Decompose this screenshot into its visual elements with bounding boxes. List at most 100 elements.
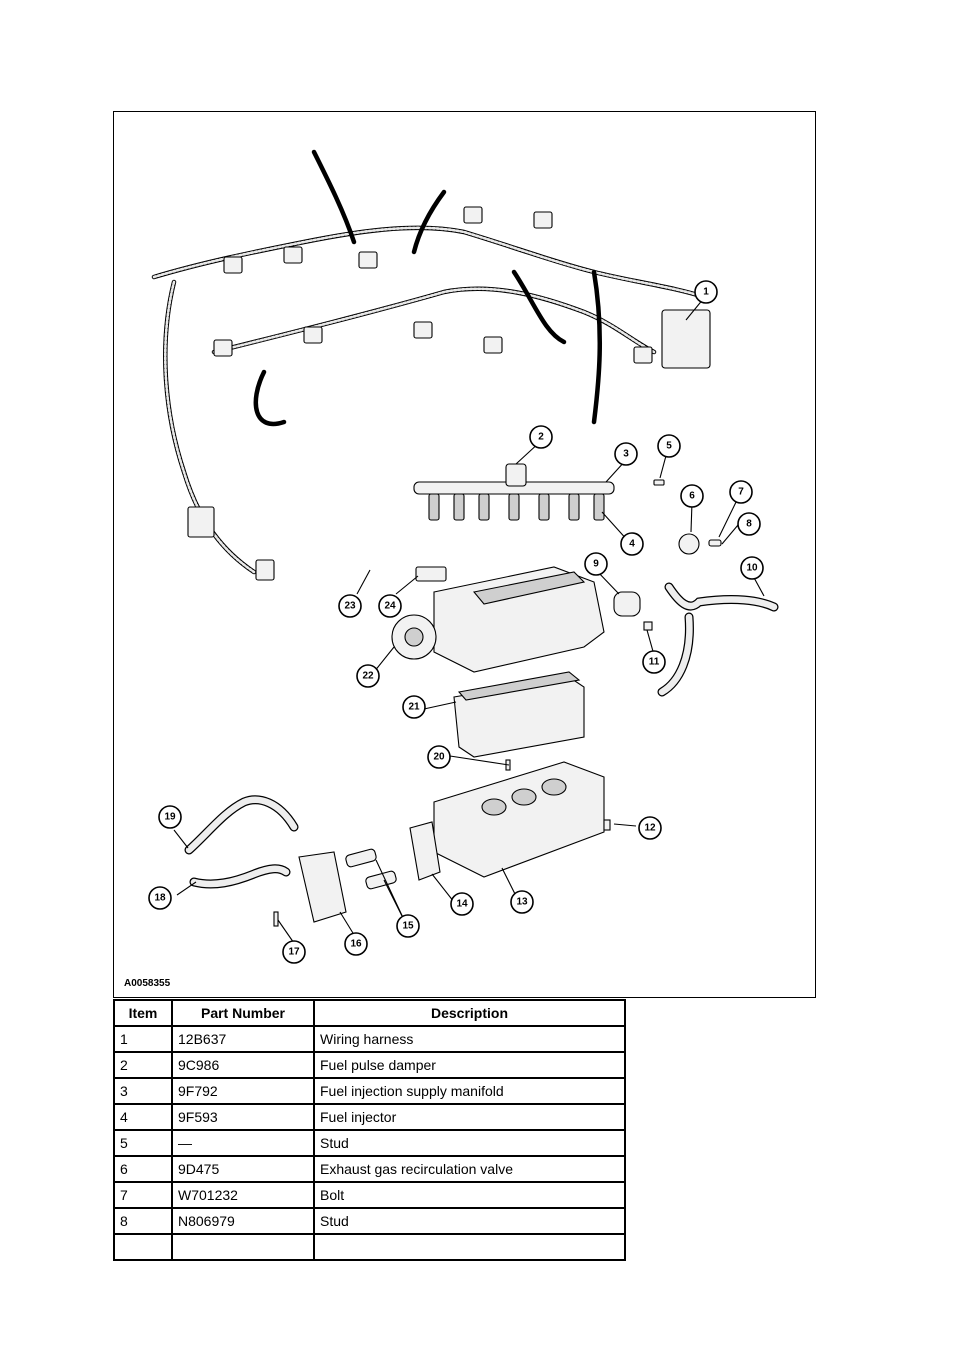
column-header-item: Item bbox=[113, 999, 173, 1027]
svg-text:13: 13 bbox=[516, 897, 528, 908]
table-row: 6 9D475 Exhaust gas recirculation valve bbox=[113, 1155, 626, 1183]
callout-13: 13 bbox=[510, 890, 534, 914]
callout-9: 9 bbox=[584, 552, 608, 576]
svg-text:6: 6 bbox=[689, 491, 695, 502]
cell-description: Exhaust gas recirculation valve bbox=[313, 1155, 626, 1183]
table-row: 3 9F792 Fuel injection supply manifold bbox=[113, 1077, 626, 1105]
cell-part-number: W701232 bbox=[171, 1181, 315, 1209]
callout-3: 3 bbox=[614, 442, 638, 466]
table-row: 1 12B637 Wiring harness bbox=[113, 1025, 626, 1053]
cell-item: 4 bbox=[113, 1103, 173, 1131]
fuel-rail-drawing bbox=[413, 463, 615, 521]
callout-18: 18 bbox=[148, 886, 172, 910]
callout-22: 22 bbox=[356, 664, 380, 688]
cell-item: 2 bbox=[113, 1051, 173, 1079]
cell-description: Bolt bbox=[313, 1181, 626, 1209]
svg-text:7: 7 bbox=[738, 487, 744, 498]
callout-14: 14 bbox=[450, 892, 474, 916]
cell-item: 8 bbox=[113, 1207, 173, 1235]
callout-1: 1 bbox=[694, 280, 718, 304]
parts-table: Item Part Number Description 1 12B637 Wi… bbox=[113, 999, 626, 1261]
table-row: 4 9F593 Fuel injector bbox=[113, 1103, 626, 1131]
callout-21: 21 bbox=[402, 695, 426, 719]
svg-text:22: 22 bbox=[362, 671, 374, 682]
svg-text:5: 5 bbox=[666, 441, 672, 452]
svg-text:20: 20 bbox=[433, 752, 445, 763]
cell-part-number: — bbox=[171, 1129, 315, 1157]
callout-7: 7 bbox=[729, 480, 753, 504]
callout-bubbles: 1 2 3 4 5 6 7 8 9 10 11 12 13 14 15 16 1… bbox=[148, 280, 764, 964]
svg-text:4: 4 bbox=[629, 539, 635, 550]
svg-text:23: 23 bbox=[344, 601, 356, 612]
cell-item: 7 bbox=[113, 1181, 173, 1209]
svg-text:15: 15 bbox=[402, 921, 414, 932]
cell-part-number: 9F792 bbox=[171, 1077, 315, 1105]
bypass-tube-drawing bbox=[657, 582, 779, 697]
table-row: 8 N806979 Stud bbox=[113, 1207, 626, 1235]
table-row: 2 9C986 Fuel pulse damper bbox=[113, 1051, 626, 1079]
supercharger-drawing bbox=[391, 566, 653, 673]
table-header-row: Item Part Number Description bbox=[113, 999, 626, 1027]
callout-19: 19 bbox=[158, 805, 182, 829]
svg-text:24: 24 bbox=[384, 601, 396, 612]
cell-description: Stud bbox=[313, 1207, 626, 1235]
svg-text:16: 16 bbox=[350, 939, 362, 950]
svg-text:14: 14 bbox=[456, 899, 468, 910]
egr-valve-drawing bbox=[653, 479, 722, 555]
cell-description: Wiring harness bbox=[313, 1025, 626, 1053]
lower-intake-manifold-drawing bbox=[409, 761, 611, 881]
cell-description: Fuel pulse damper bbox=[313, 1051, 626, 1079]
svg-text:9: 9 bbox=[593, 559, 599, 570]
cell-part-number: 9D475 bbox=[171, 1155, 315, 1183]
callout-11: 11 bbox=[642, 650, 666, 674]
cell-item: 5 bbox=[113, 1129, 173, 1157]
callout-6: 6 bbox=[680, 484, 704, 508]
table-row: 5 — Stud bbox=[113, 1129, 626, 1157]
svg-text:12: 12 bbox=[644, 823, 656, 834]
callout-20: 20 bbox=[427, 745, 451, 769]
callout-2: 2 bbox=[529, 425, 553, 449]
cell-description: Stud bbox=[313, 1129, 626, 1157]
cell-part-number: 9C986 bbox=[171, 1051, 315, 1079]
column-header-description: Description bbox=[313, 999, 626, 1027]
svg-text:1: 1 bbox=[703, 287, 709, 298]
figure-id-code: A0058355 bbox=[124, 978, 171, 989]
table-row: 7 W701232 Bolt bbox=[113, 1181, 626, 1209]
svg-text:2: 2 bbox=[538, 432, 544, 443]
exploded-view-illustration: 1 2 3 4 5 6 7 8 9 10 11 12 13 14 15 16 1… bbox=[148, 149, 779, 964]
callout-4: 4 bbox=[620, 532, 644, 556]
table-row-continued bbox=[113, 1233, 626, 1261]
callout-23: 23 bbox=[338, 594, 362, 618]
svg-text:18: 18 bbox=[154, 893, 166, 904]
cell-item: 3 bbox=[113, 1077, 173, 1105]
svg-text:19: 19 bbox=[164, 812, 176, 823]
cell-item: 6 bbox=[113, 1155, 173, 1183]
cell-part-number: N806979 bbox=[171, 1207, 315, 1235]
callout-17: 17 bbox=[282, 940, 306, 964]
cell-description: Fuel injection supply manifold bbox=[313, 1077, 626, 1105]
svg-text:3: 3 bbox=[623, 449, 629, 460]
cell-empty bbox=[313, 1233, 626, 1261]
column-header-part-number: Part Number bbox=[171, 999, 315, 1027]
svg-text:21: 21 bbox=[408, 702, 420, 713]
callout-15: 15 bbox=[396, 914, 420, 938]
exploded-view-figure: 1 2 3 4 5 6 7 8 9 10 11 12 13 14 15 16 1… bbox=[113, 111, 816, 998]
cell-item: 1 bbox=[113, 1025, 173, 1053]
coolant-hoses-drawing bbox=[184, 795, 397, 927]
callout-8: 8 bbox=[737, 512, 761, 536]
callout-16: 16 bbox=[344, 932, 368, 956]
callout-12: 12 bbox=[638, 816, 662, 840]
wiring-harness-drawing bbox=[151, 149, 711, 581]
callout-5: 5 bbox=[657, 434, 681, 458]
svg-text:11: 11 bbox=[649, 657, 660, 668]
callout-10: 10 bbox=[740, 556, 764, 580]
cell-description: Fuel injector bbox=[313, 1103, 626, 1131]
callout-24: 24 bbox=[378, 594, 402, 618]
svg-text:10: 10 bbox=[746, 563, 758, 574]
cell-empty bbox=[171, 1233, 315, 1261]
cell-empty bbox=[113, 1233, 173, 1261]
intercooler-drawing bbox=[453, 671, 585, 771]
svg-text:17: 17 bbox=[288, 947, 300, 958]
svg-text:8: 8 bbox=[746, 519, 752, 530]
cell-part-number: 12B637 bbox=[171, 1025, 315, 1053]
